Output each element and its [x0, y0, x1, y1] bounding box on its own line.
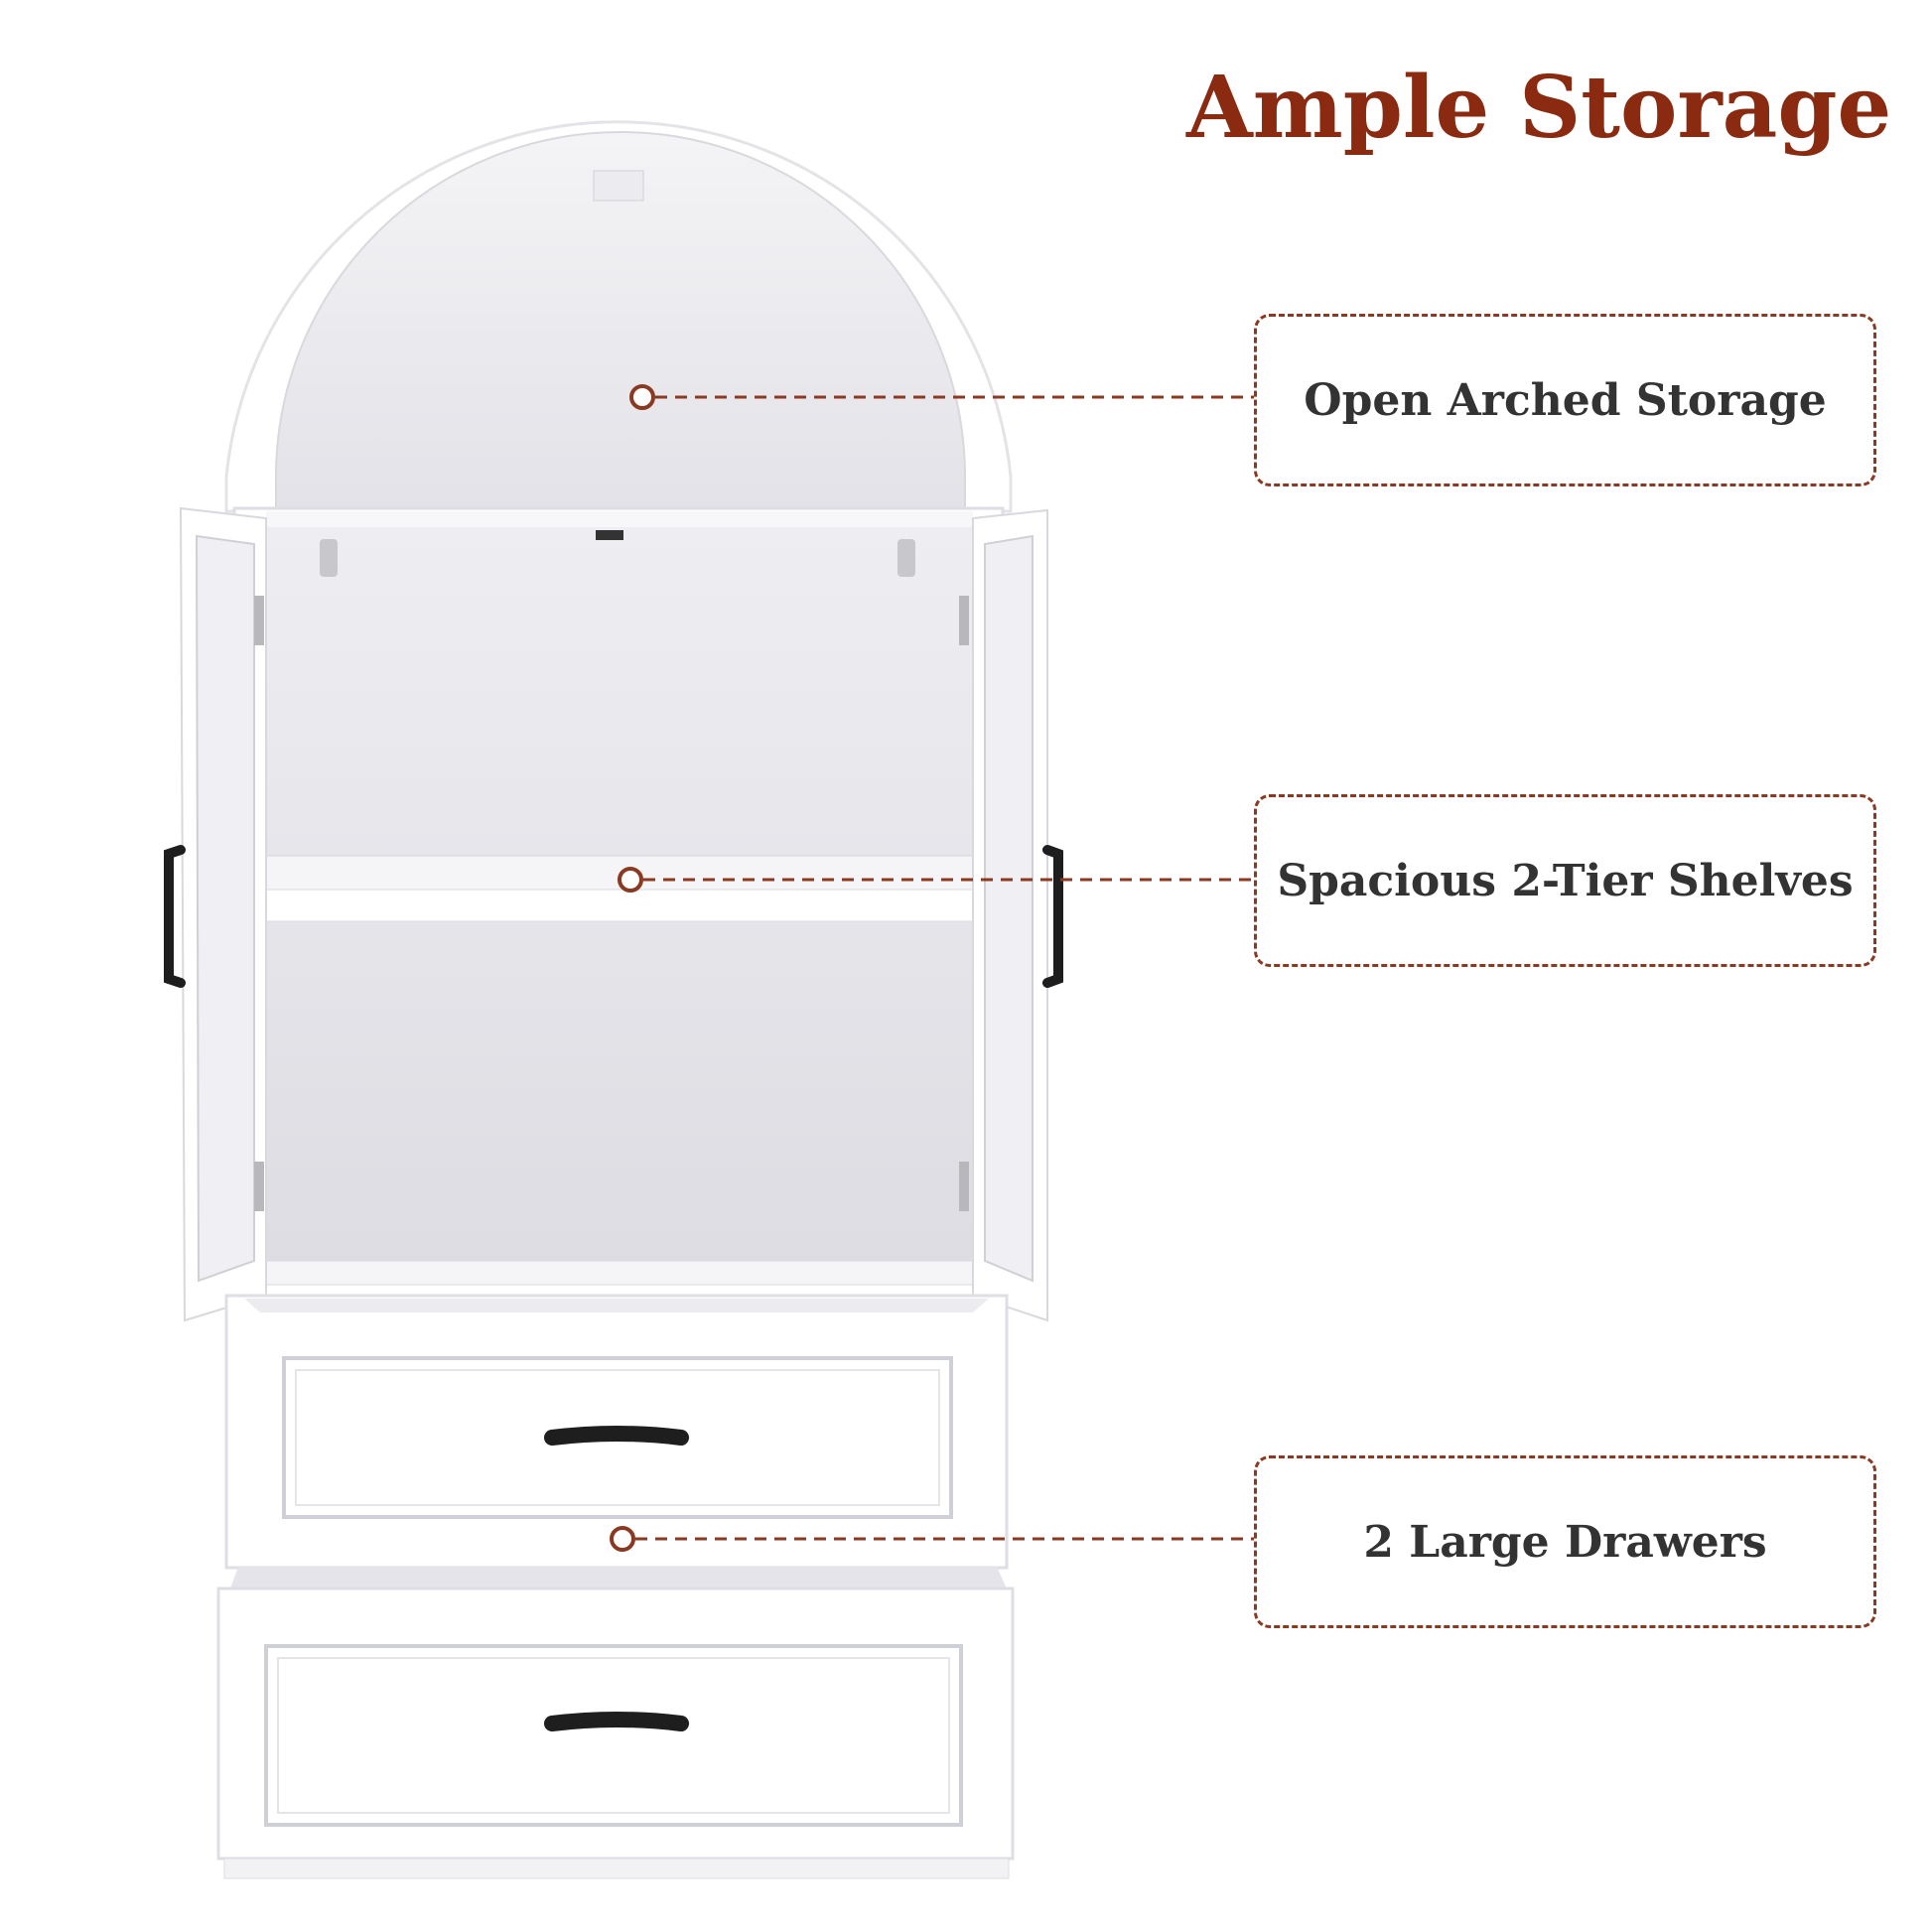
- callout-large-drawers: 2 Large Drawers: [1254, 1455, 1876, 1628]
- pointer-line-3: [610, 1526, 1254, 1552]
- callout-two-tier-shelves: Spacious 2-Tier Shelves: [1254, 794, 1876, 967]
- door-handle-icon: [1042, 845, 1063, 988]
- callout-label: 2 Large Drawers: [1363, 1516, 1767, 1568]
- drawer-handle-icon: [544, 1712, 689, 1731]
- callout-open-arched-storage: Open Arched Storage: [1254, 314, 1876, 486]
- left-glass-door: [179, 506, 267, 1322]
- pointer-dot-icon: [629, 384, 655, 410]
- page-title: Ample Storage: [1186, 58, 1892, 158]
- middle-shelf: [265, 855, 974, 922]
- pointer-line-2: [618, 867, 1254, 893]
- callout-label: Spacious 2-Tier Shelves: [1277, 855, 1854, 906]
- pointer-line-1: [629, 384, 1254, 410]
- cabinet-base: [223, 1858, 1010, 1879]
- pointer-dot-icon: [618, 867, 643, 893]
- callout-label: Open Arched Storage: [1304, 374, 1827, 426]
- drawer-handle-icon: [544, 1426, 689, 1446]
- cabinet-body: [232, 506, 1005, 1298]
- arched-top: [224, 120, 1013, 513]
- right-glass-door: [959, 508, 1048, 1322]
- door-handle-icon: [164, 845, 186, 988]
- pointer-dot-icon: [610, 1526, 635, 1552]
